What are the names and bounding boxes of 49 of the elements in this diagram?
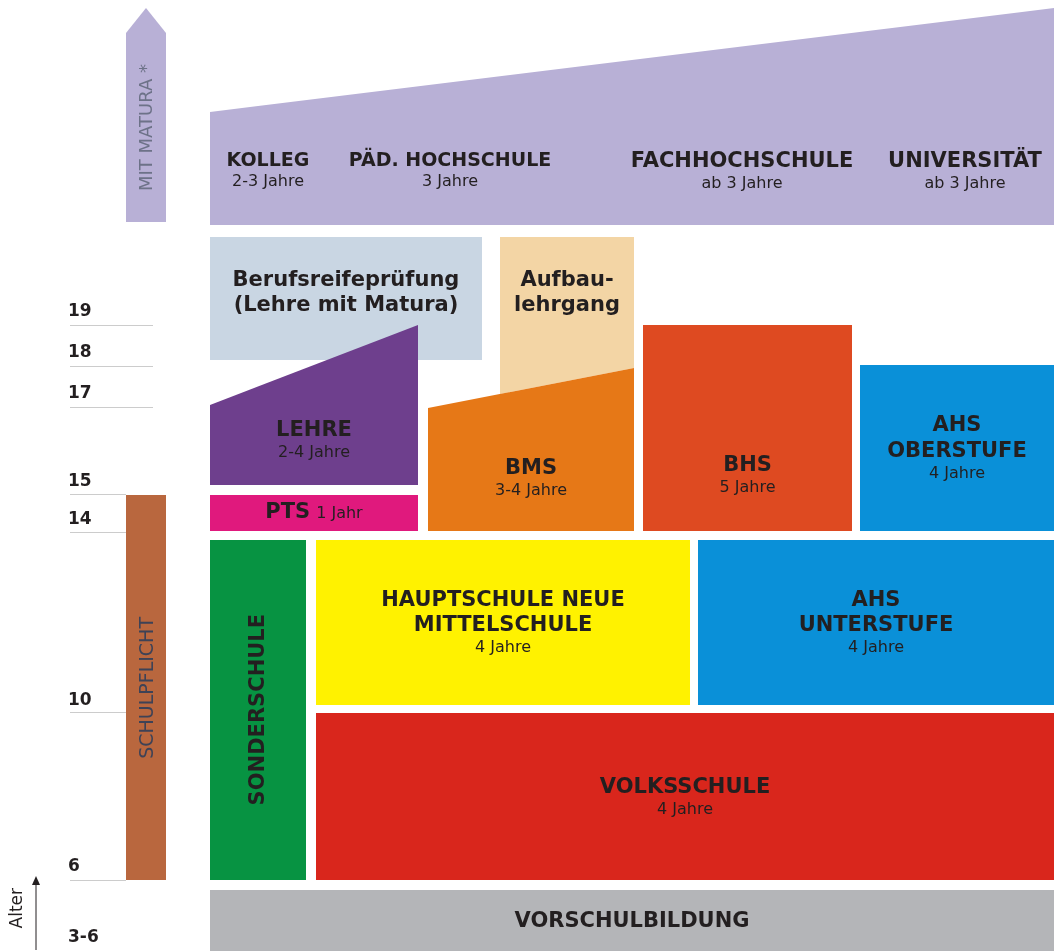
duration-label: 4 Jahre: [929, 462, 985, 484]
school-type-label: PÄD. HOCHSCHULE: [348, 148, 552, 171]
school-type-label: SONDERSCHULE: [245, 614, 271, 806]
school-type-label: AHS OBERSTUFE: [886, 412, 1028, 463]
age-label: 10: [68, 689, 92, 709]
duration-label: 1 Jahr: [316, 503, 363, 524]
school-type-label: HAUPTSCHULE NEUE MITTELSCHULE: [380, 586, 626, 638]
school-type-label: Aufbau- lehrgang: [513, 266, 621, 318]
duration-label: 5 Jahre: [719, 477, 776, 498]
school-type-label: LEHRE: [276, 417, 352, 443]
compulsory-bar: [126, 495, 166, 880]
school-type-label: MIT MATURA *: [135, 64, 157, 191]
school-block: [316, 713, 1054, 880]
duration-label: ab 3 Jahre: [924, 173, 1006, 194]
age-label: 17: [68, 382, 92, 402]
school-block: [643, 325, 852, 531]
school-type-label: PTS: [265, 499, 311, 525]
school-type-label: BMS: [505, 455, 557, 481]
age-label: 19: [68, 300, 92, 320]
duration-label: 2-3 Jahre: [232, 170, 304, 192]
school-block: [210, 540, 306, 880]
duration-label: 2-4 Jahre: [278, 442, 350, 463]
school-type-label: VOLKSSCHULE: [599, 773, 771, 799]
age-label: 6: [68, 855, 80, 875]
school-type-label: FACHHOCHSCHULE: [630, 148, 854, 174]
age-label: 18: [68, 341, 92, 361]
school-block: [698, 540, 1054, 705]
duration-label: ab 3 Jahre: [701, 173, 783, 194]
duration-label: 4 Jahre: [475, 637, 531, 659]
age-label: 15: [68, 470, 92, 490]
school-block: [210, 495, 418, 531]
school-type-label: KOLLEG: [226, 148, 310, 171]
school-type-label: Berufsreifeprüfung (Lehre mit Matura): [231, 266, 461, 318]
duration-label: 4 Jahre: [657, 798, 713, 820]
age-label: 14: [68, 508, 92, 528]
school-type-label: UNIVERSITÄT: [888, 148, 1042, 174]
school-type-label: VORSCHULBILDUNG: [514, 907, 750, 934]
duration-label: 4 Jahre: [848, 637, 904, 659]
program-block: [210, 237, 482, 360]
school-block: [210, 890, 1054, 951]
school-type-label: BHS: [723, 452, 772, 478]
school-block: [860, 365, 1054, 531]
school-type-label: SCHULPFLICHT: [134, 616, 158, 759]
axis-label: Alter: [6, 888, 26, 929]
duration-label: 3-4 Jahre: [495, 480, 567, 501]
duration-label: 3 Jahre: [422, 170, 478, 192]
age-label: 3-6: [68, 926, 99, 946]
school-type-label: AHS UNTERSTUFE: [797, 586, 955, 638]
school-block: [316, 540, 690, 705]
